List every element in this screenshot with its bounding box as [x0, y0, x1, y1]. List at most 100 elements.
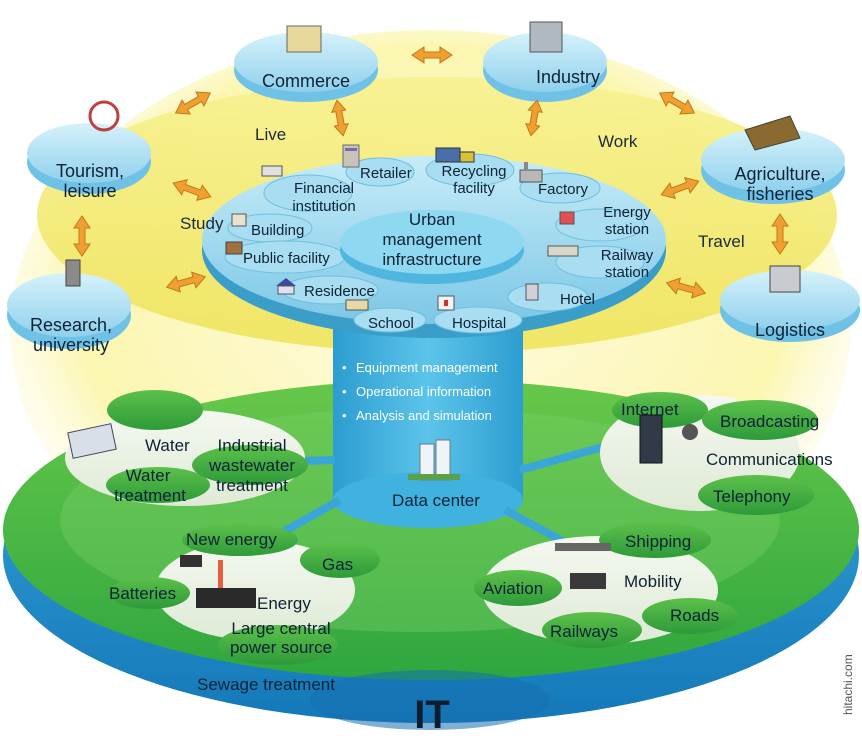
- label-building: Building: [251, 222, 304, 239]
- label-commerce: Commerce: [262, 71, 350, 91]
- label-recycling-2: facility: [453, 180, 495, 197]
- label-study: Study: [180, 214, 224, 233]
- railways-pad: [542, 612, 642, 648]
- label-aviation: Aviation: [483, 579, 543, 598]
- pillar-bullet-dot-2: •: [342, 384, 347, 399]
- label-recycling-1: Recycling: [441, 163, 506, 180]
- logistics-warehouse-icon: [769, 265, 801, 293]
- label-water-treatment-1: Water: [126, 466, 171, 485]
- gas-pad: [300, 542, 380, 578]
- label-mobility: Mobility: [624, 572, 682, 591]
- label-it: IT: [414, 693, 450, 737]
- label-hospital: Hospital: [452, 315, 506, 332]
- label-data-center: Data center: [392, 491, 480, 510]
- connection-arrows: [73, 46, 789, 299]
- node-commerce: [234, 25, 378, 102]
- label-water-treatment-2: treatment: [114, 486, 186, 505]
- house-icon: [276, 278, 296, 295]
- label-logistics: Logistics: [755, 320, 825, 340]
- label-water: Water: [145, 436, 190, 455]
- label-research-2: university: [33, 335, 109, 355]
- label-railway-station-1: Railway: [601, 247, 654, 264]
- public-facility-icon: [225, 241, 243, 255]
- arrow-research-disc: [165, 271, 207, 293]
- water-pad-top: [107, 390, 203, 430]
- ferris-wheel-icon: [88, 100, 120, 132]
- energy-station-icon: [559, 211, 575, 225]
- label-internet: Internet: [621, 400, 679, 419]
- label-tourism-2: leisure: [63, 181, 116, 201]
- node-tourism: [27, 100, 151, 194]
- label-shipping: Shipping: [625, 532, 691, 551]
- pillar-bullet-2: Operational information: [356, 384, 491, 399]
- arrow-agriculture-logistics: [771, 213, 789, 255]
- arrow-commerce-industry: [411, 46, 453, 64]
- label-center-2: management: [382, 230, 482, 249]
- label-public-facility: Public facility: [243, 250, 330, 267]
- arrow-tourism-research: [73, 215, 91, 257]
- label-research-1: Research,: [30, 315, 112, 335]
- pad-energy: [555, 208, 645, 242]
- bridge-icon: [555, 543, 611, 551]
- label-communications: Communications: [706, 450, 833, 469]
- node-industry: [483, 21, 607, 102]
- arrow-tourism-disc: [172, 179, 212, 201]
- node-research: [7, 259, 131, 349]
- inner-building-icons: [225, 144, 579, 311]
- label-telephony: Telephony: [713, 487, 791, 506]
- label-industry: Industry: [536, 67, 600, 87]
- label-tourism-1: Tourism,: [56, 161, 124, 181]
- data-center-icon: [408, 439, 460, 481]
- label-agriculture-1: Agriculture,: [734, 164, 825, 184]
- label-travel: Travel: [698, 232, 745, 251]
- node-agriculture: [701, 115, 845, 204]
- label-industrial-3: treatment: [216, 476, 288, 495]
- internet-pad: [612, 392, 708, 428]
- industry-plant-icon: [529, 21, 563, 53]
- recycling-facility-icon: [435, 147, 475, 163]
- watermark: hitachi.com: [841, 654, 855, 715]
- arrow-agriculture-disc: [660, 177, 700, 199]
- arrow-logistics-disc: [665, 277, 707, 299]
- label-financial-2: institution: [292, 198, 355, 215]
- pillar-bullet-3: Analysis and simulation: [356, 408, 492, 423]
- label-residence: Residence: [304, 283, 375, 300]
- hospital-icon: [437, 295, 455, 311]
- batteries-pad: [110, 577, 190, 609]
- pillar-base-ellipse: [333, 472, 523, 528]
- label-broadcasting: Broadcasting: [720, 412, 819, 431]
- label-industrial-1: Industrial: [218, 436, 287, 455]
- broadcasting-pad: [702, 400, 818, 440]
- label-center-1: Urban: [409, 210, 455, 229]
- school-icon: [345, 299, 369, 311]
- label-retailer: Retailer: [360, 165, 412, 182]
- shipping-pad: [599, 522, 711, 558]
- connector-mobility: [503, 506, 572, 549]
- core-top: [340, 210, 524, 274]
- office-tower-icon: [639, 414, 663, 464]
- label-energy: Energy: [257, 594, 311, 613]
- label-central-2: power source: [230, 638, 332, 657]
- pad-school: [353, 307, 427, 333]
- arrow-industry-agriculture: [658, 91, 696, 115]
- arrow-commerce-disc: [331, 99, 349, 137]
- label-hotel: Hotel: [560, 291, 595, 308]
- inner-disc: [202, 153, 666, 338]
- satellite-dish-icon: [682, 424, 698, 440]
- pad-retailer: [345, 157, 415, 187]
- label-school: School: [368, 315, 414, 332]
- base-subsystems: [65, 390, 818, 665]
- label-central-1: Large central: [231, 619, 330, 638]
- bank-icon: [261, 165, 283, 177]
- label-batteries: Batteries: [109, 584, 176, 603]
- outer-nodes: [7, 21, 860, 349]
- connector-it: [518, 441, 612, 474]
- label-industrial-2: wastewater: [208, 456, 295, 475]
- hotel-icon: [525, 283, 539, 301]
- central-power-pad: [218, 625, 338, 665]
- roads-pad: [642, 598, 738, 634]
- retailer-building-icon: [342, 144, 360, 168]
- label-factory: Factory: [538, 181, 589, 198]
- railway-station-icon: [547, 245, 579, 257]
